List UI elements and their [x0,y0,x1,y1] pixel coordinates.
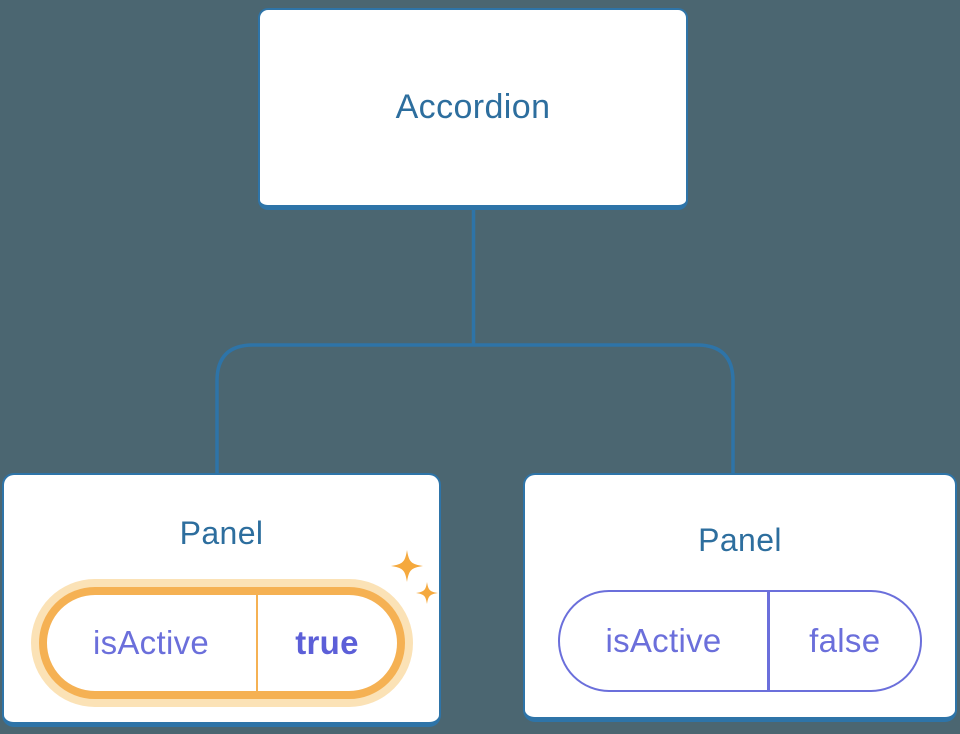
state-value-cell: true [258,595,397,691]
state-value-cell: false [770,592,921,690]
state-value-label: false [809,622,881,659]
sparkle-large [391,550,423,582]
accordion-node: Accordion [258,8,688,210]
panel-node-label: Panel [698,522,782,558]
state-prop-cell: isActive [47,595,256,691]
branch-bracket-line [215,343,735,474]
accordion-node-label: Accordion [395,88,551,126]
state-prop-label: isActive [92,624,210,661]
state-pill-active: isActive true [38,587,405,699]
pill-divider [255,595,258,691]
state-prop-cell: isActive [560,592,767,690]
panel-node-label: Panel [179,515,264,551]
sparkle-icon [391,550,438,604]
state-prop-label: isActive [605,622,722,659]
state-value-label: true [295,624,359,661]
pill-divider [767,592,770,690]
state-pill-inactive: isActive false [558,590,922,692]
sparkle-small [416,582,438,604]
panel-node-active: Panel isActive true [2,473,441,727]
panel-node-inactive: Panel isActive false [523,473,957,722]
